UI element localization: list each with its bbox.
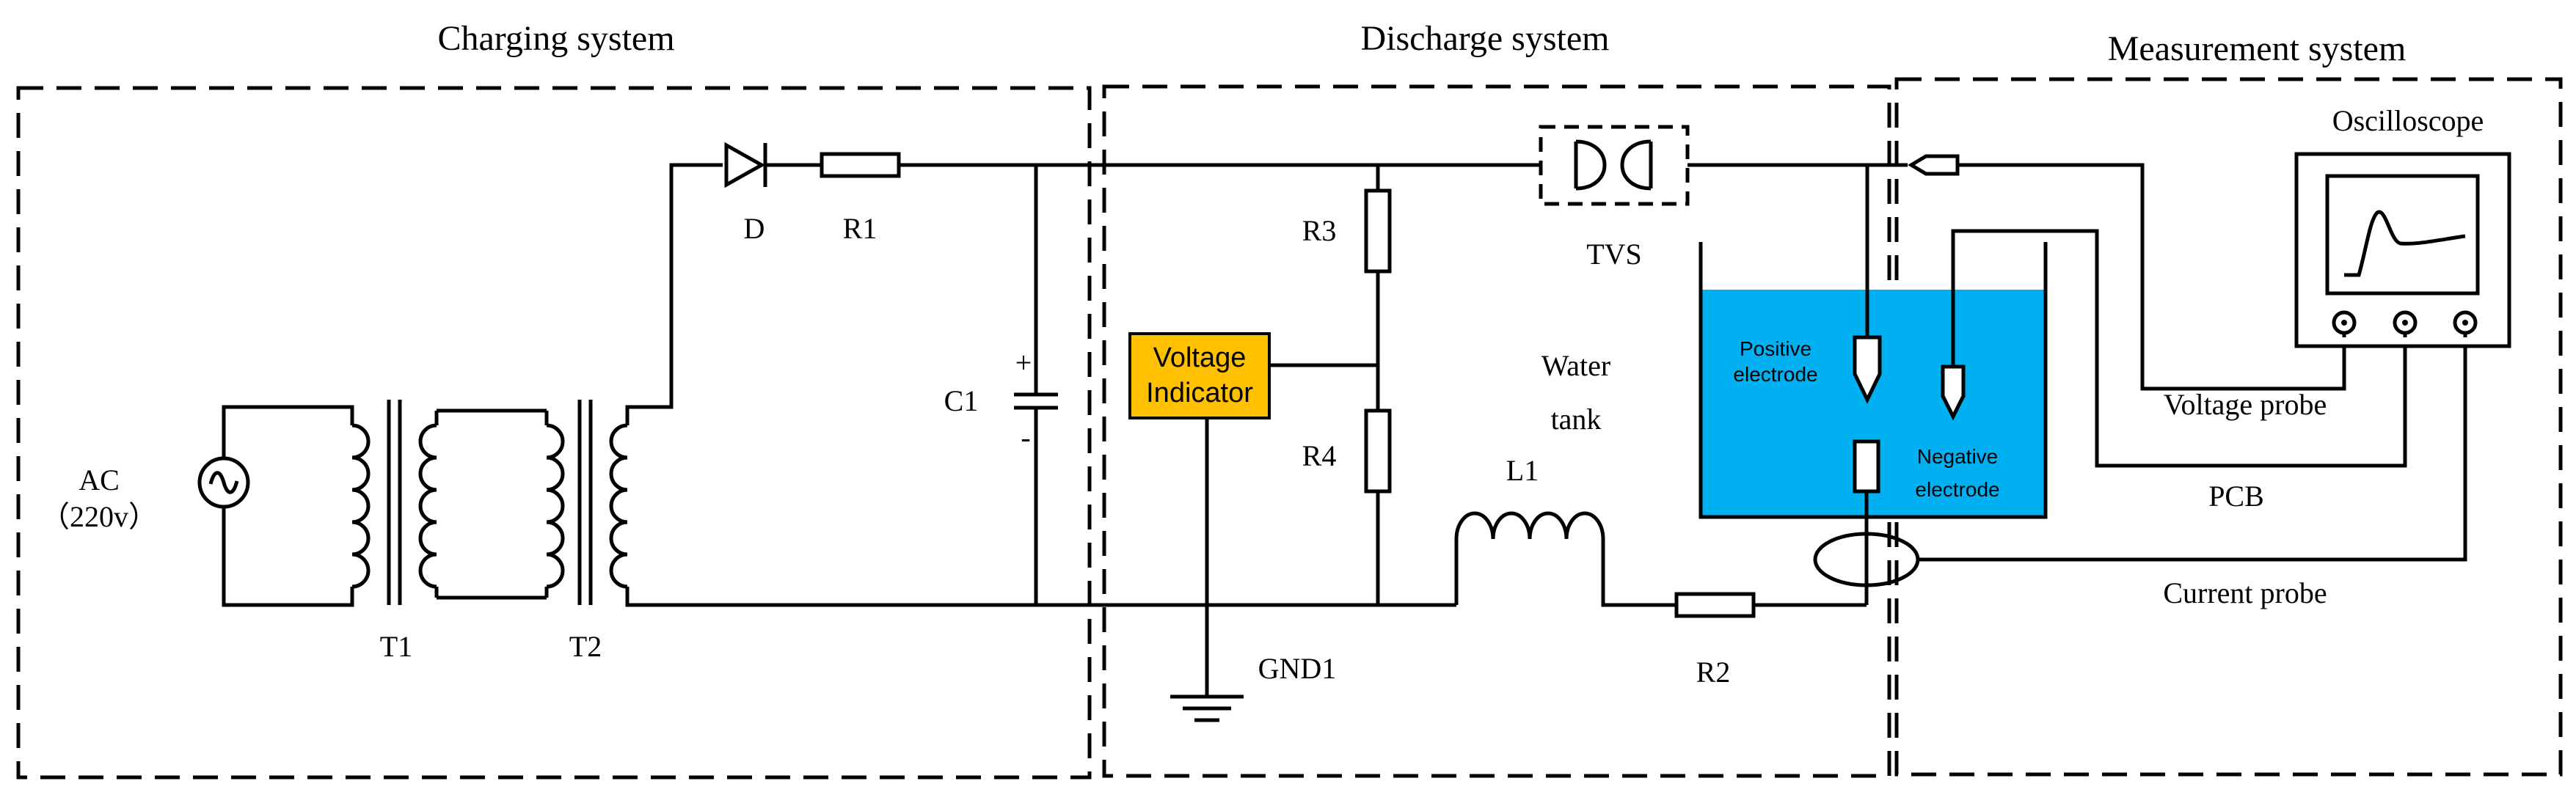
wire-ground-left <box>625 587 1456 607</box>
negative-electrode-label-2: electrode <box>1915 478 1999 501</box>
transformer-t1 <box>351 400 439 605</box>
voltage-probe-connector <box>1908 154 2346 391</box>
c1-label: C1 <box>944 384 979 417</box>
t1-label: T1 <box>380 630 412 663</box>
l1-label: L1 <box>1506 454 1539 487</box>
ac-label: AC <box>79 463 120 496</box>
charging-system-box <box>16 86 1092 780</box>
r3-label: R3 <box>1302 214 1337 247</box>
ground-symbol <box>1170 694 1244 722</box>
negative-electrode <box>1853 439 1880 605</box>
r4-label: R4 <box>1302 439 1337 472</box>
negative-electrode-label-1: Negative <box>1917 445 1999 468</box>
resistor-r2 <box>1674 592 1756 618</box>
discharge-system-title: Discharge system <box>1360 19 1609 58</box>
positive-electrode-label-2: electrode <box>1733 363 1817 386</box>
water-tank-label-2: tank <box>1551 403 1602 436</box>
ac-voltage-label: （220v） <box>40 500 158 533</box>
diode-d <box>724 142 822 188</box>
transformer-t2 <box>437 400 628 605</box>
wire-current-probe <box>1918 337 2467 562</box>
voltage-probe-tip <box>1941 229 2407 468</box>
r2-label: R2 <box>1696 656 1731 689</box>
pcb-label: PCB <box>2208 480 2264 513</box>
water-tank <box>1699 242 2048 519</box>
resistor-r4 <box>1364 408 1392 494</box>
current-probe-label: Current probe <box>2163 576 2327 609</box>
ac-source <box>197 405 354 607</box>
capacitor-c1 <box>1014 165 1058 605</box>
gnd1-label: GND1 <box>1258 652 1337 685</box>
r1-label: R1 <box>843 212 877 245</box>
tvs-label: TVS <box>1586 238 1642 271</box>
wire-top-left <box>625 163 723 425</box>
oscilloscope-label: Oscilloscope <box>2332 104 2484 137</box>
resistor-r3 <box>1364 188 1392 274</box>
inductor-l1 <box>1454 511 1676 607</box>
tvs-device <box>1539 125 1690 206</box>
voltage-divider <box>1364 165 1392 605</box>
c1-minus-label: - <box>1021 421 1030 454</box>
positive-electrode-label-1: Positive <box>1740 337 1811 360</box>
voltage-probe-label: Voltage probe <box>2164 388 2327 421</box>
charging-system-title: Charging system <box>437 19 674 58</box>
measurement-system-title: Measurement system <box>2108 29 2407 68</box>
d-label: D <box>744 212 765 245</box>
voltage-indicator <box>1128 332 1271 419</box>
t2-label: T2 <box>569 630 602 663</box>
voltage-indicator-label-1: Voltage <box>1153 342 1247 373</box>
positive-electrode <box>1853 165 1882 404</box>
c1-plus-label: + <box>1015 346 1032 379</box>
resistor-r1 <box>820 152 901 178</box>
water-tank-label-1: Water <box>1541 349 1611 382</box>
voltage-indicator-label-2: Indicator <box>1146 378 1253 408</box>
oscilloscope <box>2294 152 2511 348</box>
